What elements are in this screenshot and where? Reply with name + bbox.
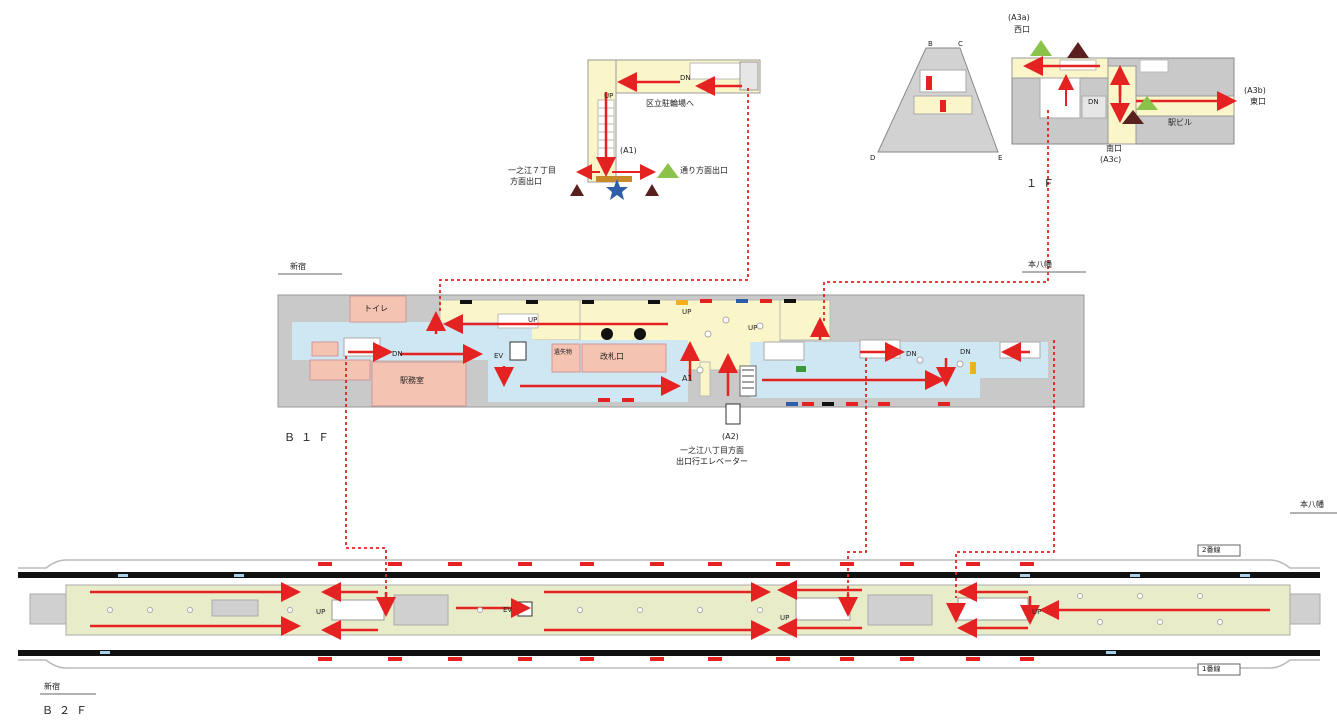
exit-west-a1-icon	[570, 184, 584, 196]
b2-up-mark-3: UP	[1032, 608, 1041, 616]
exit-south-elev-icon	[1122, 110, 1144, 124]
svg-text:B: B	[928, 40, 933, 48]
b2-ev-mark: EV	[503, 606, 512, 614]
b1-up-mark-3: UP	[528, 316, 537, 324]
exit-a1-west-line2: 方面出口	[510, 177, 542, 186]
floor-connectors	[345, 88, 1055, 598]
b2-up-mark-1: UP	[316, 608, 325, 616]
exit-east-label: 東口	[1250, 97, 1266, 106]
f1-dn-mark: DN	[1088, 98, 1099, 106]
exit-a1-icon	[645, 184, 659, 196]
b1-dn-mark-3: DN	[960, 348, 971, 356]
exit-a3a-label: (A3a)	[1008, 13, 1030, 22]
b2f-platform: EV UP UP UP	[18, 559, 1321, 669]
floor-b1f-label: Ｂ１Ｆ	[284, 431, 335, 444]
toilet-label: トイレ	[364, 304, 388, 313]
exit-a1-label: (A1)	[620, 146, 637, 155]
a1-up-mark: UP	[604, 92, 613, 100]
b1-up-mark-1: UP	[682, 308, 691, 316]
b1-dn-mark-2: DN	[906, 350, 917, 358]
b2-up-mark-2: UP	[780, 614, 789, 622]
exit-a3c-label: (A3c)	[1100, 155, 1122, 164]
exit-a2-desc-line2: 出口行エレベーター	[676, 457, 748, 466]
exit-west-icon	[1030, 40, 1052, 56]
exit-a1-east-label: 通り方面出口	[680, 166, 728, 175]
floor-1f-label: １Ｆ	[1026, 177, 1060, 190]
exit-a2-label: (A2)	[722, 432, 739, 441]
direction-shinjuku-b2f: 新宿	[44, 682, 60, 691]
station-office-label: 駅務室	[400, 376, 424, 385]
direction-motoyawata-b2f: 本八幡	[1300, 500, 1324, 509]
parking-label: 区立駐輪場へ	[646, 99, 694, 108]
svg-text:C: C	[958, 40, 963, 48]
exit-a1-map: DN UP	[576, 59, 761, 183]
exit-west-elev-icon	[1067, 42, 1089, 58]
exit-west-label: 西口	[1014, 25, 1030, 34]
exit-south-label: 南口	[1106, 144, 1122, 153]
a1-dn-mark: DN	[680, 74, 691, 82]
floor-1f-map: DN	[1011, 56, 1237, 145]
floor-b2f-label: Ｂ２Ｆ	[42, 704, 93, 717]
b1-ev-mark: EV	[494, 352, 503, 360]
ticket-gate-label: 改札口	[600, 352, 624, 361]
exit-east-icon	[1136, 96, 1158, 110]
exit-a3b-label: (A3b)	[1244, 86, 1266, 95]
b1f-concourse: EV DN UP UP DN DN UP	[277, 294, 1085, 425]
svg-text:D: D	[870, 154, 875, 162]
exit-a2-desc-line1: 一之江八丁目方面	[680, 446, 744, 455]
direction-shinjuku-b1f: 新宿	[290, 262, 306, 271]
lost-found-label: 遺失物	[554, 349, 573, 356]
b1-up-mark-2: UP	[748, 324, 757, 332]
svg-text:E: E	[998, 154, 1002, 162]
track-1-label: 1番線	[1202, 665, 1221, 673]
exit-green-a1-icon	[657, 163, 679, 178]
exit-a1-west-line1: 一之江７丁目	[508, 166, 556, 175]
track-2-label: 2番線	[1202, 546, 1221, 554]
current-location-star-icon	[606, 179, 628, 200]
b1-dn-mark-1: DN	[392, 350, 403, 358]
elevator-shaft-diagram: B C D E	[870, 40, 1002, 162]
direction-motoyawata-b1f: 本八幡	[1028, 260, 1052, 269]
a1-tag-label: A1	[682, 374, 693, 383]
station-building-label: 駅ビル	[1168, 118, 1192, 127]
